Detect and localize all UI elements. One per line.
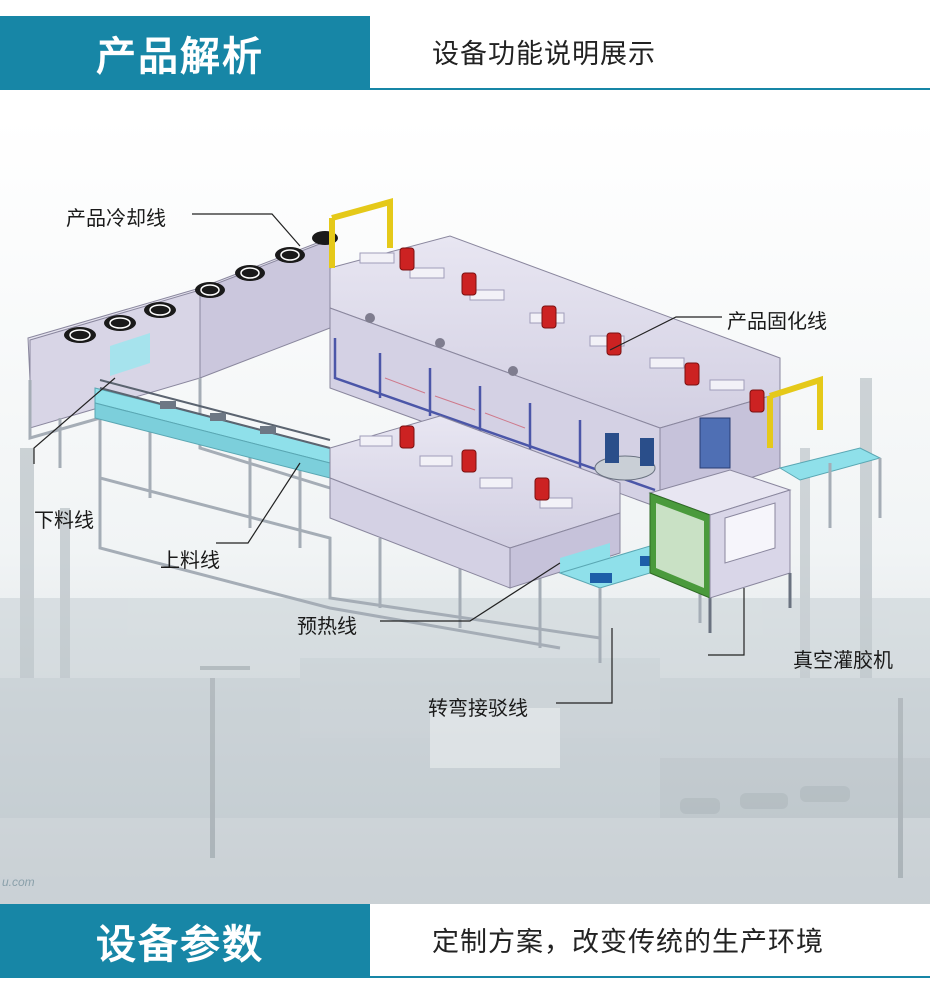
- watermark-text: u.com: [2, 875, 35, 889]
- section-subtitle: 设备功能说明展示: [432, 38, 656, 70]
- section-title: 设备参数: [96, 922, 264, 968]
- section-title-tag: 产品解析: [0, 16, 370, 90]
- leader-lines: [33, 213, 745, 704]
- label-preheating-line: 预热线: [297, 614, 357, 638]
- label-cooling-line: 产品冷却线: [66, 206, 166, 230]
- vacuum-potting-machine: [594, 417, 792, 633]
- section-subtitle: 定制方案，改变传统的生产环境: [432, 926, 824, 958]
- yellow-guard-frames: [329, 198, 823, 448]
- label-unloading-line: 下料线: [34, 508, 94, 532]
- equipment-illustration: u.com: [0, 118, 930, 904]
- section-header-equipment-parameters: 设备参数 定制方案，改变传统的生产环境: [0, 904, 930, 978]
- section-title: 产品解析: [96, 34, 264, 80]
- preheating-line-oven: [329, 415, 621, 589]
- label-loading-line: 上料线: [160, 548, 220, 572]
- label-curing-line: 产品固化线: [727, 309, 827, 333]
- section-header-product-analysis: 产品解析 设备功能说明展示: [0, 16, 930, 90]
- factory-background: [0, 378, 930, 904]
- equipment-diagram: u.com: [0, 118, 930, 904]
- section-title-tag: 设备参数: [0, 904, 370, 978]
- right-conveyor: [778, 447, 882, 528]
- curing-line-oven: [329, 235, 781, 509]
- loading-unloading-conveyors: [94, 333, 331, 479]
- header-underline: [370, 976, 930, 978]
- label-vacuum-potting-machine: 真空灌胶机: [793, 648, 893, 672]
- header-underline: [370, 88, 930, 90]
- potting-dispensers: [594, 417, 731, 481]
- support-frames: [28, 378, 602, 663]
- label-turning-connection-line: 转弯接驳线: [428, 696, 528, 720]
